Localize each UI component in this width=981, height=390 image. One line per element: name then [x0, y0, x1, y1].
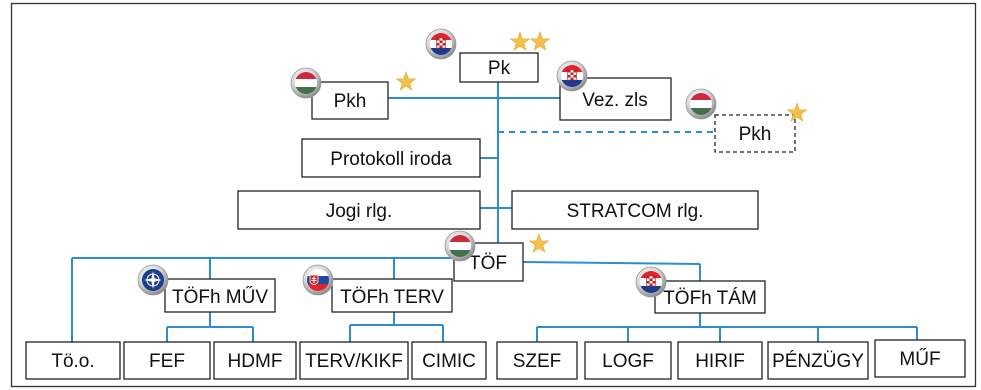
node-cimic: CIMIC	[411, 341, 487, 380]
node-logf: LOGF	[584, 341, 672, 380]
node-hdmf: HDMF	[213, 341, 297, 380]
node-stratcom: STRATCOM rlg.	[511, 190, 759, 230]
nato-emblem-icon	[137, 264, 169, 296]
node-label-pk: Pk	[488, 58, 511, 79]
node-label-hdmf: HDMF	[228, 351, 283, 372]
node-label-stratcom: STRATCOM rlg.	[567, 201, 704, 222]
node-pkh-right: Pkh	[714, 114, 796, 153]
croatia-flag-icon	[426, 29, 456, 59]
node-label-pkh-left: Pkh	[334, 91, 367, 112]
node-szef: SZEF	[496, 341, 578, 380]
node-label-hirif: HIRIF	[695, 351, 745, 372]
node-muf: MŰF	[874, 339, 966, 378]
node-vez-zls: Vez. zls	[559, 77, 672, 121]
node-hirif: HIRIF	[677, 341, 763, 380]
node-label-cimic: CIMIC	[422, 351, 476, 372]
hungary-flag-icon	[291, 68, 321, 98]
node-tofh-terv: TÖFh TERV	[331, 278, 453, 313]
node-label-jogi: Jogi rlg.	[326, 201, 393, 222]
node-label-penzugy: PÉNZÜGY	[772, 351, 864, 372]
star-icon	[396, 71, 416, 91]
node-label-tof: TÖF	[469, 253, 507, 274]
croatia-flag-icon	[557, 61, 587, 91]
node-pk: Pk	[459, 52, 539, 83]
star-icon	[529, 233, 549, 253]
hungary-flag-icon	[686, 89, 716, 119]
node-label-tofh-terv: TÖFh TERV	[340, 287, 444, 308]
node-penzugy: PÉNZÜGY	[767, 341, 869, 380]
node-label-logf: LOGF	[602, 351, 654, 372]
node-protokoll: Protokoll iroda	[301, 138, 481, 178]
connector-lines	[71, 82, 918, 342]
star-icon	[510, 31, 530, 51]
star-icon	[530, 31, 550, 51]
node-tofh-tam: TÖFh TÁM	[654, 280, 766, 314]
node-fef: FEF	[123, 341, 211, 380]
hungary-flag-icon	[445, 231, 475, 261]
node-too: Tö.o.	[25, 341, 121, 380]
node-tof: TÖF	[453, 242, 524, 282]
croatia-flag-icon	[636, 267, 666, 297]
node-label-too: Tö.o.	[51, 351, 94, 372]
node-label-muf: MŰF	[899, 348, 940, 370]
node-label-vez-zls: Vez. zls	[582, 90, 647, 111]
node-label-tofh-tam: TÖFh TÁM	[663, 288, 757, 309]
node-tofh-muv: TÖFh MŰV	[164, 278, 276, 313]
node-label-protokoll: Protokoll iroda	[330, 149, 452, 170]
node-label-tofh-muv: TÖFh MŰV	[172, 286, 268, 308]
chart-frame	[10, 2, 977, 388]
node-pkh-left: Pkh	[311, 81, 389, 120]
node-terv-kikf: TERV/KIKF	[299, 341, 409, 380]
node-label-terv-kikf: TERV/KIKF	[305, 351, 403, 372]
node-jogi: Jogi rlg.	[237, 190, 481, 230]
node-label-szef: SZEF	[513, 351, 562, 372]
slovakia-flag-icon	[303, 265, 333, 295]
node-label-fef: FEF	[149, 351, 185, 372]
node-label-pkh-right: Pkh	[739, 124, 772, 145]
